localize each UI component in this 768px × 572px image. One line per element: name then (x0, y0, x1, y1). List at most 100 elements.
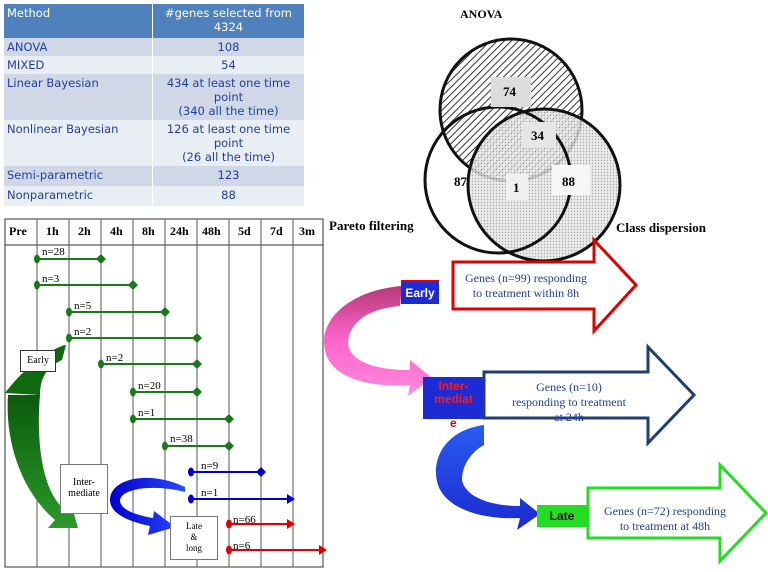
genes-cell: 54 (152, 56, 304, 74)
header-7d: 7d (270, 224, 283, 238)
timeline-bar (226, 519, 295, 529)
genes-line-2: (26 all the time) (182, 150, 275, 164)
header-3m: 3m (299, 224, 315, 238)
table-row: Linear Bayesian 434 at least one time po… (4, 74, 304, 120)
bar-label: n=2 (106, 352, 124, 364)
intermediate-stage-text: Genes (n=10) responding to treatment at … (494, 380, 644, 425)
intermediate-blue-arrow (110, 477, 185, 535)
method-cell: Semi-parametric (4, 166, 153, 186)
class-dispersion-label: Class dispersion (616, 220, 706, 235)
header-24h: 24h (170, 224, 189, 238)
method-cell: MIXED (4, 56, 153, 74)
table-row: Nonparametric 88 (4, 186, 304, 206)
genes-cell: 88 (152, 186, 304, 206)
late-text-line2: to treatment at 48h (619, 519, 711, 533)
intermediate-label-line2: mediat (434, 392, 473, 406)
late-outline-arrow (586, 461, 768, 565)
bar-label: n=9 (201, 460, 219, 472)
venn-anova-only: 74 (503, 84, 516, 99)
intermediate-text-line3: at 24h (554, 410, 584, 424)
bar-end-marker (192, 333, 202, 343)
header-1h: 1h (46, 224, 59, 238)
header-48h: 48h (202, 224, 221, 238)
early-pink-curve (324, 286, 432, 396)
genes-line-1: 434 at least one time point (166, 76, 291, 104)
late-box-line3: long (185, 543, 202, 553)
bar-label: n=2 (74, 326, 92, 338)
bar-start-marker (34, 254, 40, 264)
intermediate-box: Inter- mediate (60, 464, 108, 514)
timeline-bar (34, 254, 106, 264)
late-text-line1: Genes (n=72) responding (603, 504, 727, 518)
timeline-bar (188, 467, 266, 477)
header-5d: 5d (238, 224, 251, 238)
timeline-bar (188, 494, 295, 504)
bar-end-marker (96, 254, 106, 264)
table-row: ANOVA 108 (4, 38, 304, 56)
methods-table: Method #genes selected from 4324 ANOVA 1… (4, 4, 304, 206)
table-row: Semi-parametric 123 (4, 166, 304, 186)
bar-start-marker (188, 494, 194, 504)
bar-label: n=1 (201, 487, 219, 499)
bar-label: n=3 (42, 273, 60, 285)
bar-label: n=20 (138, 380, 161, 392)
bar-start-marker (130, 414, 136, 424)
intermediate-box-line2: mediate (68, 488, 100, 499)
header-4h: 4h (110, 224, 123, 238)
genes-cell: 126 at least one time point (26 all the … (152, 120, 304, 166)
table-header-row: Method #genes selected from 4324 (4, 4, 304, 38)
timeline-bar (98, 359, 202, 369)
timeline-bar (66, 333, 202, 343)
bar-label: n=38 (170, 433, 193, 445)
early-text-line1: Genes (n=99) responding (464, 271, 588, 285)
bar-label: n=5 (74, 300, 92, 312)
bar-start-marker (34, 280, 40, 290)
bar-label: n=1 (138, 407, 156, 419)
late-box: Late & long (170, 516, 218, 560)
bar-label: n=6 (233, 540, 251, 552)
bar-start-marker (162, 441, 168, 451)
header-pre: Pre (9, 224, 27, 238)
header-method: Method (4, 4, 153, 38)
bar-end-marker (224, 414, 234, 424)
bar-label: n=28 (42, 246, 65, 258)
intermediate-blue-curve (435, 425, 540, 530)
header-2h: 2h (78, 224, 91, 238)
venn-title: ANOVA (460, 7, 503, 21)
intermediate-outline-arrow (482, 343, 697, 447)
bar-start-marker (226, 519, 232, 529)
timeline-bar (66, 307, 170, 317)
pareto-filtering-label: Pareto filtering (329, 218, 414, 233)
timeline-bar (226, 545, 327, 555)
late-stage-text: Genes (n=72) responding to treatment at … (590, 504, 740, 534)
intermediate-box-line1: Inter- (72, 477, 95, 488)
bar-end-marker (192, 387, 202, 397)
bar-start-marker (130, 387, 136, 397)
timeline-bar (34, 280, 138, 290)
bar-start-marker (226, 545, 232, 555)
bar-label: n=66 (233, 514, 256, 526)
genes-cell: 434 at least one time point (340 all the… (152, 74, 304, 120)
early-green-arrow (7, 395, 78, 528)
bar-start-marker (66, 333, 72, 343)
venn-pareto-only: 87 (454, 174, 467, 189)
genes-line-2: (340 all the time) (178, 104, 279, 118)
intermediate-stage-label: Inter- mediat (423, 377, 484, 419)
genes-cell: 123 (152, 166, 304, 186)
bar-end-marker (319, 545, 327, 555)
bar-end-marker (192, 359, 202, 369)
timeline-bar (130, 387, 202, 397)
early-box: Early (20, 350, 56, 372)
intermediate-text-line1: Genes (n=10) (536, 380, 602, 394)
bar-start-marker (188, 467, 194, 477)
table-row: Nonlinear Bayesian 126 at least one time… (4, 120, 304, 166)
method-cell: Linear Bayesian (4, 74, 153, 120)
method-cell: Nonparametric (4, 186, 153, 206)
bar-end-marker (128, 280, 138, 290)
bar-end-marker (160, 307, 170, 317)
genes-line-1: 126 at least one time point (166, 122, 291, 150)
early-stage-label: Early (401, 280, 439, 304)
early-stage-text: Genes (n=99) responding to treatment wit… (456, 271, 596, 301)
